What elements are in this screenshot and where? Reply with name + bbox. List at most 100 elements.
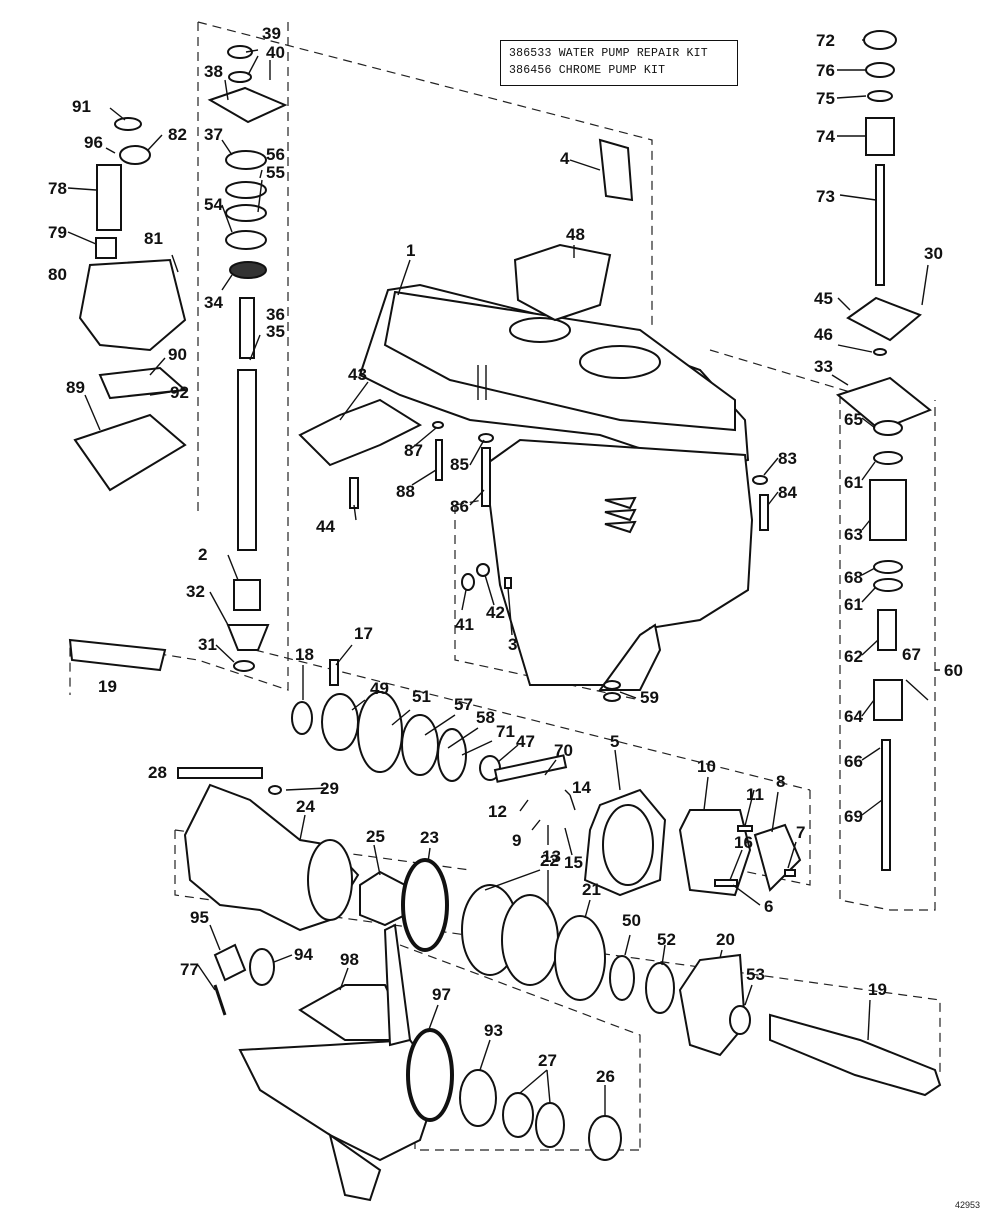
callout-19a: 19	[98, 677, 117, 696]
callout-67: 67	[902, 645, 921, 664]
callout-53: 53	[746, 965, 765, 984]
callout-17: 17	[354, 624, 373, 643]
callout-80: 80	[48, 265, 67, 284]
callout-55: 55	[266, 163, 285, 182]
drawing-number: 42953	[955, 1200, 981, 1210]
callout-24: 24	[296, 797, 315, 816]
callout-71: 71	[496, 722, 515, 741]
callout-4: 4	[560, 149, 570, 168]
kit-line-chrome-pump: 386456 CHROME PUMP KIT	[509, 64, 666, 77]
callout-64: 64	[844, 707, 863, 726]
callout-19b: 19	[868, 980, 887, 999]
callout-8: 8	[776, 772, 785, 791]
callout-51: 51	[412, 687, 431, 706]
callout-26: 26	[596, 1067, 615, 1086]
callout-22: 22	[540, 851, 559, 870]
callout-50: 50	[622, 911, 641, 930]
callout-63: 63	[844, 525, 863, 544]
callout-65: 65	[844, 410, 863, 429]
callout-79: 79	[48, 223, 67, 242]
callout-77: 77	[180, 960, 199, 979]
shift-rod-group	[835, 30, 932, 871]
callout-21: 21	[582, 880, 601, 899]
gearcase-housing	[358, 283, 754, 691]
callout-1: 1	[406, 241, 415, 260]
callout-89: 89	[66, 378, 85, 397]
callout-43: 43	[348, 365, 367, 384]
callout-32: 32	[186, 582, 205, 601]
callout-23: 23	[420, 828, 439, 847]
callout-13: 13	[542, 847, 561, 866]
callout-76: 76	[816, 61, 835, 80]
callout-labels: 1 2 3 4 5 6 7 8 9 10 11 12 13 14 15 16 1…	[48, 24, 963, 1086]
callout-83: 83	[778, 449, 797, 468]
callout-30: 30	[924, 244, 943, 263]
callout-88: 88	[396, 482, 415, 501]
callout-44: 44	[316, 517, 335, 536]
callout-11: 11	[746, 785, 764, 804]
callout-12: 12	[488, 802, 507, 821]
callout-6: 6	[764, 897, 773, 916]
callout-41: 41	[455, 615, 474, 634]
callout-56: 56	[266, 145, 285, 164]
callout-16: 16	[734, 833, 753, 852]
callout-28: 28	[148, 763, 167, 782]
callout-96: 96	[84, 133, 103, 152]
repair-kit-note: 386533 WATER PUMP REPAIR KIT 386456 CHRO…	[500, 40, 738, 86]
callout-10: 10	[697, 757, 716, 776]
callout-73: 73	[816, 187, 835, 206]
drive-gear-group	[68, 638, 802, 897]
callout-52: 52	[657, 930, 676, 949]
callout-38: 38	[204, 62, 223, 81]
callout-81: 81	[144, 229, 163, 248]
callout-62: 62	[844, 647, 863, 666]
callout-75: 75	[816, 89, 835, 108]
callout-42: 42	[486, 603, 505, 622]
callout-7: 7	[796, 823, 805, 842]
callout-74: 74	[816, 127, 835, 146]
callout-49: 49	[370, 679, 389, 698]
callout-40: 40	[266, 43, 285, 62]
callout-57: 57	[454, 695, 473, 714]
callout-25: 25	[366, 827, 385, 846]
callout-60: 60	[944, 661, 963, 680]
callout-2: 2	[198, 545, 207, 564]
callout-86: 86	[450, 497, 469, 516]
callout-72: 72	[816, 31, 835, 50]
callout-93: 93	[484, 1021, 503, 1040]
callout-95: 95	[190, 908, 209, 927]
callout-66: 66	[844, 752, 863, 771]
callout-87: 87	[404, 441, 423, 460]
callout-9: 9	[512, 831, 521, 850]
callout-47: 47	[516, 732, 535, 751]
callout-15: 15	[564, 853, 583, 872]
callout-92: 92	[170, 383, 189, 402]
callout-84: 84	[778, 483, 797, 502]
callout-98: 98	[340, 950, 359, 969]
small-parts	[298, 138, 769, 702]
callout-37: 37	[204, 125, 223, 144]
callout-90: 90	[168, 345, 187, 364]
callout-3: 3	[508, 635, 517, 654]
callout-54: 54	[204, 195, 223, 214]
callout-35: 35	[266, 322, 285, 341]
callout-5: 5	[610, 732, 619, 751]
callout-94: 94	[294, 945, 313, 964]
callout-48: 48	[566, 225, 585, 244]
leader-lines	[67, 39, 940, 1116]
callout-61b: 61	[844, 595, 863, 614]
kit-line-water-pump: 386533 WATER PUMP REPAIR KIT	[509, 47, 708, 60]
callout-20: 20	[716, 930, 735, 949]
callout-45: 45	[814, 289, 833, 308]
callout-70: 70	[554, 741, 573, 760]
callout-31: 31	[198, 635, 217, 654]
callout-69: 69	[844, 807, 863, 826]
callout-61a: 61	[844, 473, 863, 492]
callout-29: 29	[320, 779, 339, 798]
callout-97: 97	[432, 985, 451, 1004]
callout-82: 82	[168, 125, 187, 144]
callout-27: 27	[538, 1051, 557, 1070]
callout-39: 39	[262, 24, 281, 43]
callout-68: 68	[844, 568, 863, 587]
